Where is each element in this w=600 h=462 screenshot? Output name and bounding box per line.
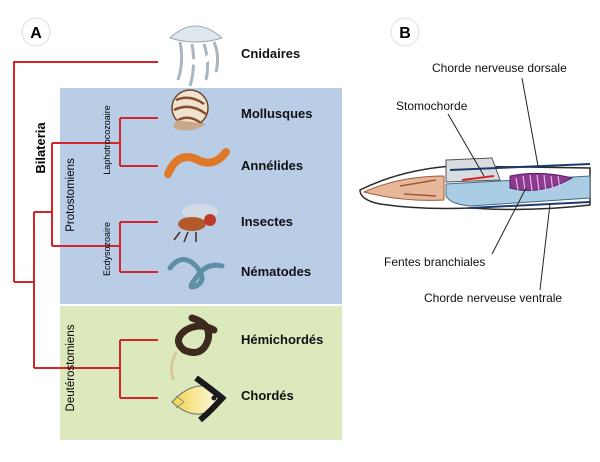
root-branch [13, 61, 158, 282]
gill-slits [509, 172, 574, 193]
cladogram-tree [13, 61, 158, 399]
leader-stomochorde [447, 113, 485, 177]
label-fentes-branchiales: Fentes branchiales [384, 255, 485, 269]
clade-label-bilateria: Bilateria [33, 122, 48, 174]
leader-fentes [491, 187, 527, 255]
nematode-icon [167, 257, 225, 290]
taxon-mollusques: Mollusques [241, 106, 313, 121]
leader-dorsal [521, 77, 539, 167]
panel-a-letter: A [30, 25, 42, 42]
clade-label-lophotrocozoaire: Laphotrocozoaire [102, 105, 112, 175]
hemichordate-anatomy-diagram [359, 157, 591, 211]
panel-b-label: B [390, 17, 420, 47]
label-chorde-ventrale: Chorde nerveuse ventrale [424, 291, 562, 305]
annotation-leaders [447, 77, 551, 291]
label-chorde-dorsale: Chorde nerveuse dorsale [432, 61, 567, 75]
annotation-labels: Chorde nerveuse dorsale Stomochorde Fent… [384, 61, 567, 305]
taxa-labels: Cnidaires Mollusques Annélides Insectes … [241, 46, 323, 403]
taxon-insectes: Insectes [241, 214, 293, 229]
nautilus-icon [171, 89, 209, 131]
fly-icon [173, 204, 218, 243]
taxon-annelides: Annélides [241, 158, 303, 173]
panel-b-letter: B [399, 25, 411, 42]
ecdysozoa-node [88, 221, 158, 273]
acorn-worm-icon [169, 314, 218, 381]
deuterostome-node [52, 339, 158, 399]
proboscis-muscle [399, 179, 437, 197]
panel-a-label: A [21, 17, 51, 47]
lophotrochozoa-node [88, 117, 158, 167]
leader-ventral [539, 203, 551, 291]
clade-label-ecdysozoaire: Ecdysozoaire [102, 222, 112, 276]
jellyfish-icon [169, 25, 223, 87]
dorsal-nerve-cord [449, 163, 591, 171]
taxon-nematodes: Nématodes [241, 264, 311, 279]
ventral-nerve-cord [469, 201, 591, 209]
clade-label-protostomiens: Protostomiens [65, 158, 77, 232]
label-stomochorde: Stomochorde [396, 99, 468, 113]
stomochord [461, 175, 495, 181]
fish-icon [171, 375, 227, 423]
taxon-hemichordes: Hémichordés [241, 332, 323, 347]
clade-label-deuterostomiens: Deutérostomiens [65, 324, 77, 411]
taxon-chordes: Chordés [241, 388, 294, 403]
worm-icon [164, 148, 230, 178]
taxon-cnidaires: Cnidaires [241, 46, 300, 61]
